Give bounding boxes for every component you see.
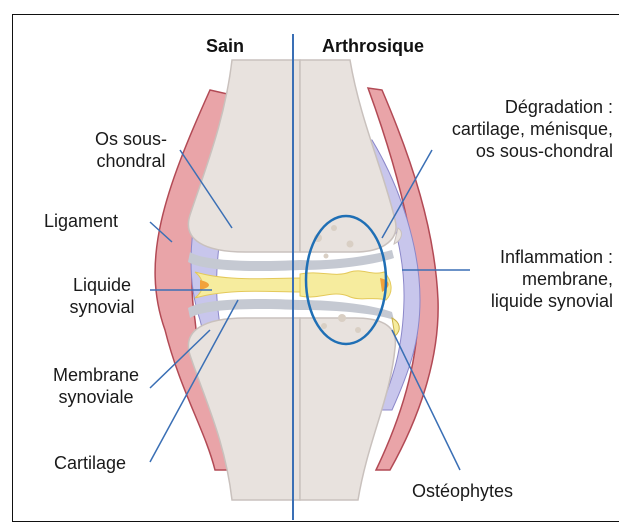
label-membrane-line1: Membrane: [36, 364, 156, 386]
label-synovial-fluid: Liquide synovial: [52, 274, 152, 318]
label-degradation-line2: cartilage, ménisque,: [403, 118, 613, 140]
label-osteophytes: Ostéophytes: [412, 480, 513, 502]
debris-particle: [347, 241, 354, 248]
header-arthritic: Arthrosique: [322, 36, 424, 57]
healthy-joint: [155, 60, 300, 500]
label-membrane-line2: synoviale: [36, 386, 156, 408]
label-synovial-membrane: Membrane synoviale: [36, 364, 156, 408]
label-degradation-line3: os sous-chondral: [403, 140, 613, 162]
label-inflammation-line1: Inflammation :: [453, 246, 613, 268]
label-synovial-fluid-line1: Liquide: [52, 274, 152, 296]
synovial-fluid-arthritic: [300, 271, 391, 300]
debris-particle: [338, 314, 346, 322]
debris-particle: [355, 327, 361, 333]
label-ligament: Ligament: [44, 210, 118, 232]
label-subchondral-bone: Os sous- chondral: [78, 128, 184, 172]
label-inflammation-line2: membrane,: [453, 268, 613, 290]
label-degradation-line1: Dégradation :: [403, 96, 613, 118]
debris-particle: [321, 323, 327, 329]
label-inflammation: Inflammation : membrane, liquide synovia…: [453, 246, 613, 312]
synovial-fluid-healthy: [195, 272, 300, 298]
label-synovial-fluid-line2: synovial: [52, 296, 152, 318]
label-inflammation-line3: liquide synovial: [453, 290, 613, 312]
cartilage-upper-arthritic: [300, 250, 394, 270]
debris-particle: [324, 254, 329, 259]
label-subchondral-line2: chondral: [78, 150, 184, 172]
label-subchondral-line1: Os sous-: [78, 128, 184, 150]
debris-particle: [331, 225, 337, 231]
label-cartilage: Cartilage: [54, 452, 126, 474]
header-healthy: Sain: [206, 36, 244, 57]
label-degradation: Dégradation : cartilage, ménisque, os so…: [403, 96, 613, 162]
lower-bone-arthritic: [300, 318, 395, 500]
